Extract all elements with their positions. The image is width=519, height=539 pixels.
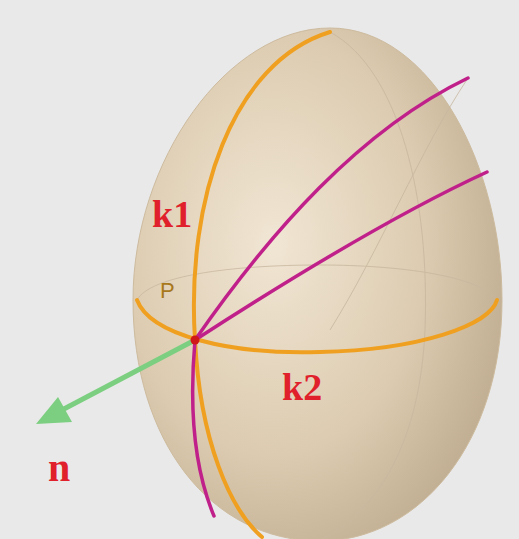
normal-section-curves [193, 78, 487, 516]
principal-curvature-lines [137, 32, 497, 537]
point-label: P [160, 280, 175, 302]
curvature-label: k1 [152, 195, 192, 233]
meridian-curve [194, 32, 330, 537]
egg-surface [133, 28, 502, 539]
normal-section-curve [195, 78, 468, 340]
vector-label: n [48, 448, 70, 488]
normal-section-curve [195, 172, 487, 340]
curvature-label: k2 [282, 368, 322, 406]
normal-vector-arrow [36, 340, 195, 424]
back-grid-lines [137, 32, 497, 539]
point-marker [191, 336, 200, 345]
normal-section-curve [193, 340, 214, 516]
